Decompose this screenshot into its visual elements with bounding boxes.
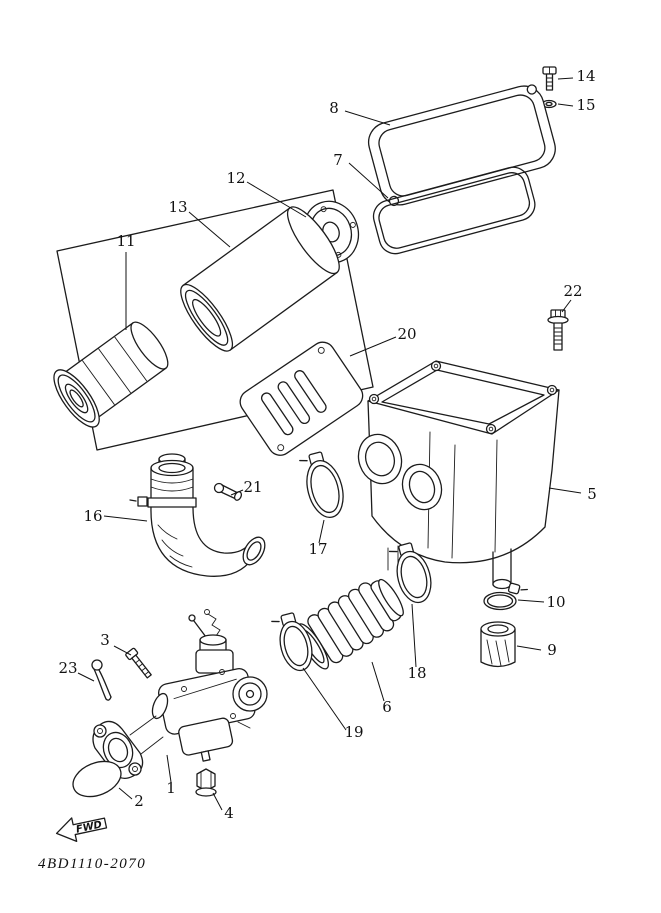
callout-21: 21 [243,478,262,496]
callout-leader-16 [103,515,148,522]
part-5-case-body [357,360,560,590]
callout-4: 4 [224,804,234,822]
callout-leader-5 [548,487,582,494]
fwd-label: FWD [75,819,103,835]
part-22-bolt [547,309,569,351]
callout-16: 16 [83,507,102,525]
callout-leader-4 [212,792,223,811]
callout-1: 1 [166,779,176,797]
callout-leader-7 [348,162,389,199]
callout-leader-2 [118,787,133,800]
callout-leader-13 [188,211,231,248]
part-21-fitting [213,482,243,501]
callout-9: 9 [547,641,557,659]
part-20-bracket-plate [239,341,364,456]
part-1-carburetor [151,609,268,762]
callout-15: 15 [576,96,595,114]
callout-leader-1 [166,754,172,783]
part-3-screw [125,647,152,679]
part-18-clamp [388,542,432,604]
part-2-cap-oval [72,760,122,798]
callout-18: 18 [407,664,426,682]
part-7-gasket [372,166,536,255]
callout-6: 6 [382,698,392,716]
callout-14: 14 [576,67,595,85]
callout-leader-6 [371,661,385,702]
callout-leader-12 [246,181,307,218]
part-17-clamp [299,451,344,519]
callout-leader-15 [557,103,574,107]
callout-leader-17 [318,519,325,544]
callout-leader-22 [561,299,572,313]
callout-11: 11 [116,232,135,250]
callout-22: 22 [563,282,582,300]
callout-leader-20 [349,336,397,357]
diagram-code: 4BD1110-2070 [38,856,146,872]
callout-leader-9 [516,645,542,651]
part-19-clamp [271,612,313,672]
callout-leader-14 [557,77,574,80]
callout-leader-10 [517,599,545,603]
callout-5: 5 [587,485,597,503]
part-9-cap [480,621,516,668]
part-4-nut [195,768,217,797]
part-11-element [53,321,169,428]
callout-19: 19 [344,723,363,741]
part-manifold-flange [92,715,164,779]
callout-leader-21 [230,489,244,496]
callout-leader-3 [113,645,132,656]
part-8-case-cover [367,84,556,207]
callout-leader-8 [344,110,391,126]
part-10-clamp [483,582,528,611]
callout-17: 17 [308,540,327,558]
part-15-washer [541,99,557,109]
part-16-intake-joint [129,453,266,577]
part-23-pin [91,659,112,701]
callout-20: 20 [397,325,416,343]
callout-2: 2 [134,792,144,810]
callout-23: 23 [58,659,77,677]
callout-7: 7 [333,151,343,169]
callout-10: 10 [546,593,565,611]
callout-leader-23 [77,672,95,682]
callout-leader-19 [302,667,347,731]
callout-12: 12 [226,169,245,187]
callout-13: 13 [168,198,187,216]
part-14-screw [542,66,557,91]
callout-3: 3 [100,631,110,649]
callout-leader-18 [411,603,417,668]
fwd-arrow: FWD [55,817,108,843]
callout-8: 8 [329,99,339,117]
